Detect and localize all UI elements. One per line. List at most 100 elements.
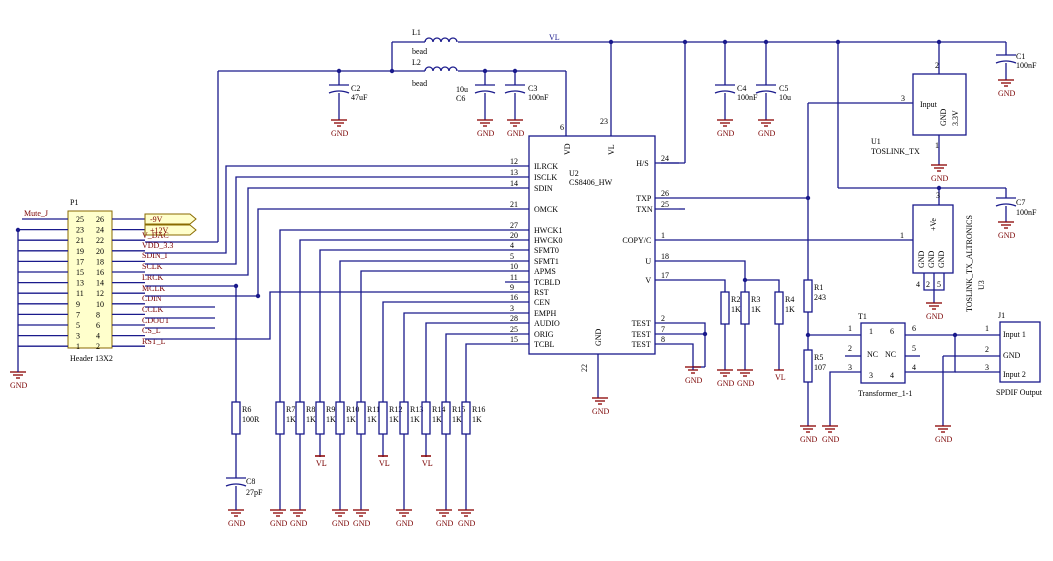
c4-ref: C4 bbox=[737, 84, 746, 93]
resistor-value: 1K bbox=[286, 415, 296, 424]
resistor-value: 1K bbox=[367, 415, 377, 424]
c3-ref: C3 bbox=[528, 84, 537, 93]
junction-dot bbox=[15, 227, 21, 233]
ground-label: GND bbox=[931, 174, 949, 183]
u2-pin-number: 17 bbox=[661, 271, 669, 280]
ground-symbol: GND bbox=[507, 119, 525, 138]
resistor-value: 243 bbox=[814, 293, 826, 302]
junction-dot bbox=[763, 39, 769, 45]
p1-pin-number: 23 bbox=[76, 226, 84, 235]
c5-value: 10u bbox=[779, 93, 791, 102]
c7-ref: C7 bbox=[1016, 198, 1025, 207]
toslink-u1[interactable]: Input GND 3.3V 3 2 1 U1 TOSLINK_TX bbox=[871, 61, 967, 165]
cdin-net-label: CDIN bbox=[142, 294, 162, 303]
ground-symbol: GND bbox=[822, 425, 840, 444]
p1-pin-number: 19 bbox=[76, 247, 84, 256]
m9v-label: -9V bbox=[150, 215, 163, 224]
u2-pin-number: 25 bbox=[510, 325, 518, 334]
transformer-t1[interactable]: 1 6 NC NC 3 4 1 2 3 6 5 4 T1 Transformer… bbox=[845, 312, 920, 398]
capacitor-c7[interactable]: C7 100nF bbox=[995, 197, 1037, 222]
t1-nc2: NC bbox=[885, 350, 896, 359]
u2-pin-number: 9 bbox=[510, 283, 514, 292]
connector-j1[interactable]: Input 1 GND Input 2 1 2 3 J1 SPDIF Outpu… bbox=[985, 311, 1043, 397]
sclk-net-label: SCLK bbox=[142, 262, 163, 271]
junctions bbox=[15, 39, 958, 338]
junction-dot bbox=[805, 332, 811, 338]
p1-pin-number: 8 bbox=[96, 310, 100, 319]
c4-value: 100nF bbox=[737, 93, 758, 102]
u2-pin-number: 13 bbox=[510, 168, 518, 177]
sdin-net-label: SDIN_I bbox=[142, 251, 168, 260]
vl-flag-label: VL bbox=[775, 373, 786, 382]
u2-pin-name: RST bbox=[534, 288, 549, 297]
capacitor-c2[interactable]: C2 47uF bbox=[328, 84, 368, 120]
c5-ref: C5 bbox=[779, 84, 788, 93]
u2-pin-number: 12 bbox=[510, 157, 518, 166]
u2-pin-name: HWCK1 bbox=[534, 226, 562, 235]
capacitor-c3[interactable]: C3 100nF bbox=[504, 84, 549, 120]
u2-pin-name: ILRCK bbox=[534, 162, 558, 171]
inductor-l2[interactable]: L2 bead bbox=[412, 58, 458, 88]
junction-dot bbox=[722, 39, 728, 45]
power-tag-m9v: -9V bbox=[144, 213, 197, 225]
c8-value: 27pF bbox=[246, 488, 263, 497]
resistor-value: 1K bbox=[472, 415, 482, 424]
ground-symbol: GND bbox=[436, 509, 454, 528]
u2-pin-name: TXN bbox=[636, 205, 653, 214]
t1-ext3: 3 bbox=[848, 363, 852, 372]
c1-value: 100nF bbox=[1016, 61, 1037, 70]
capacitor-c1[interactable]: C1 100nF bbox=[995, 52, 1037, 80]
capacitor-c8[interactable]: C8 27pF bbox=[225, 436, 263, 510]
vl-flag-label: VL bbox=[316, 459, 327, 468]
u2-pin-number: 3 bbox=[510, 304, 514, 313]
ground-label: GND bbox=[800, 435, 818, 444]
toslink-u3[interactable]: 1 3 +Ve GND GND GND 4 2 5 TOSLINK_TX_ALT… bbox=[900, 191, 986, 312]
c1-ref: C1 bbox=[1016, 52, 1025, 61]
capacitor-c5[interactable]: C5 10u bbox=[755, 84, 791, 120]
u2-pin-number: 26 bbox=[661, 189, 669, 198]
resistor-ref: R13 bbox=[410, 405, 423, 414]
u2-pin-number: 14 bbox=[510, 179, 518, 188]
u3-pin1: 1 bbox=[900, 231, 904, 240]
ground-label: GND bbox=[228, 519, 246, 528]
capacitor-c4[interactable]: C4 100nF bbox=[714, 84, 758, 120]
u1-pin2: 2 bbox=[935, 61, 939, 70]
u2-pin-number: 20 bbox=[510, 231, 518, 240]
u3-g1: GND bbox=[917, 250, 926, 268]
t1-nc1: NC bbox=[867, 350, 878, 359]
resistor-ref: R10 bbox=[346, 405, 359, 414]
j1-in2: Input 2 bbox=[1003, 370, 1026, 379]
u2-pin-name: COPY/C bbox=[622, 236, 651, 245]
ground-symbol: GND bbox=[998, 221, 1016, 240]
p1-pin-number: 9 bbox=[76, 300, 80, 309]
u3-pin5: 5 bbox=[937, 280, 941, 289]
j1-name: SPDIF Output bbox=[996, 388, 1043, 397]
junction-dot bbox=[742, 277, 748, 283]
p1-pin-number: 21 bbox=[76, 236, 84, 245]
ground-label: GND bbox=[396, 519, 414, 528]
u2-pin-number: 21 bbox=[510, 200, 518, 209]
inductor-l1[interactable]: L1 bead bbox=[412, 28, 458, 56]
ic-u2[interactable]: U2 CS8406_HW bbox=[528, 135, 656, 355]
u2-pin-name: EMPH bbox=[534, 309, 556, 318]
ground-symbol: GND bbox=[353, 509, 371, 528]
capacitor-c6[interactable]: 10u C6 bbox=[456, 84, 496, 120]
header-p1[interactable]: P1 Header 13X2 bbox=[67, 198, 113, 363]
u2-pin-name: H/S bbox=[636, 159, 648, 168]
junction-dot bbox=[805, 195, 811, 201]
